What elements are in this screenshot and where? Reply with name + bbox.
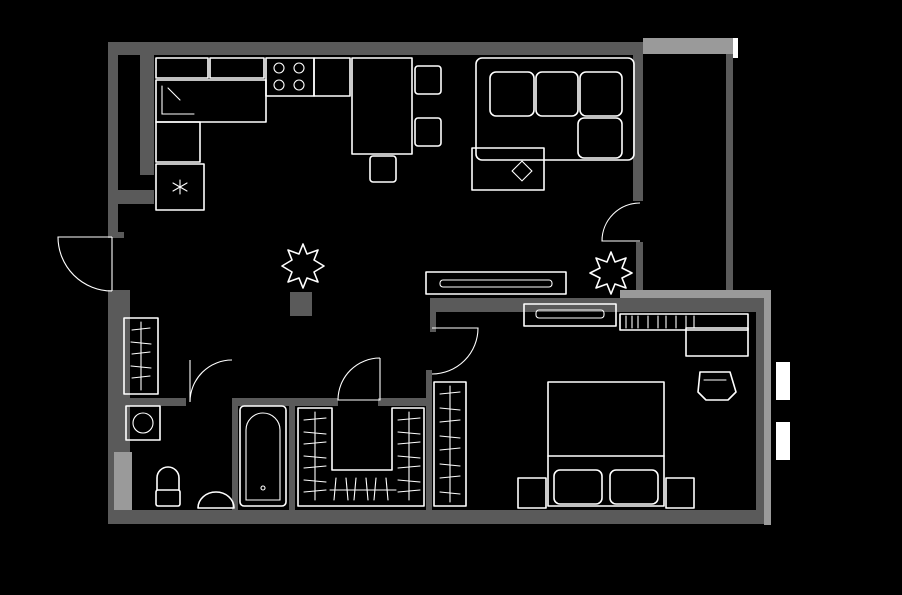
books-icon: [625, 315, 695, 329]
sink-icon: [161, 85, 195, 115]
wall-bottom: [108, 510, 768, 524]
burner-icon: [293, 79, 305, 91]
window-bedroom-2: [776, 422, 790, 460]
chair: [369, 155, 397, 183]
hangers-icon: [303, 411, 327, 501]
plant-icon: [281, 243, 325, 289]
nightstand: [517, 477, 547, 509]
burner-icon: [273, 62, 285, 74]
pillow: [553, 469, 603, 505]
washing-machine: [125, 405, 161, 441]
counter: [155, 79, 267, 123]
wall-bath-top-mid: [232, 398, 338, 406]
hangers-icon: [329, 477, 397, 501]
walls: [108, 38, 771, 525]
drum-icon: [132, 412, 154, 434]
sofa-chaise: [577, 117, 623, 159]
hallway: [123, 317, 159, 395]
burner-icon: [273, 79, 285, 91]
hall-wardrobe: [123, 317, 159, 395]
door-balcony: [601, 202, 641, 242]
wall-ward-divider: [289, 398, 295, 510]
sofa-frame: [475, 57, 635, 161]
washbasin: [197, 491, 235, 509]
nightstand: [665, 477, 695, 509]
dresser: [523, 303, 617, 327]
stove: [265, 57, 315, 97]
dresser-top: [535, 309, 605, 319]
wall-hall-partition: [430, 310, 436, 332]
sofa-seat: [489, 71, 535, 117]
tv: [439, 279, 553, 288]
counter-right: [313, 57, 351, 97]
wall-living-right-lower: [636, 242, 643, 297]
window-balcony-frame: [733, 38, 738, 58]
chair: [414, 117, 442, 147]
door-bathroom: [189, 359, 233, 403]
drain-icon: [260, 485, 266, 491]
kitchen: [155, 57, 351, 211]
windows: [733, 38, 790, 460]
balcony-right-rail: [726, 54, 733, 294]
balcony-top-rail: [643, 38, 738, 54]
bathtub-inner: [245, 412, 281, 501]
upper-cabinet-1: [155, 57, 209, 79]
entry-jamb-top: [108, 232, 124, 238]
desk: [685, 327, 749, 357]
wall-ward-right: [426, 370, 432, 510]
door-entry: [57, 236, 113, 292]
fridge-column: [155, 121, 201, 163]
wall-bedroom-top-inner: [430, 298, 760, 312]
hangers-icon: [130, 321, 152, 391]
wall-bath-divider: [232, 398, 238, 510]
door-bedroom: [431, 327, 479, 375]
sofa-seat: [535, 71, 579, 117]
wall-ward-top: [378, 398, 430, 406]
dining: [351, 57, 442, 183]
entry-jamb-bottom: [108, 290, 130, 294]
bathtub: [239, 405, 287, 507]
wall-bath-top: [130, 398, 186, 406]
wardrobe: [297, 407, 425, 507]
coffee-table: [471, 147, 545, 191]
pillow: [609, 469, 659, 505]
dishwasher: [155, 163, 205, 211]
desk-chair: [697, 371, 737, 401]
wall-top: [108, 42, 643, 55]
doors: [57, 202, 641, 403]
asterisk-icon: [172, 179, 188, 195]
pillar: [290, 292, 312, 316]
door-wardrobe: [337, 357, 381, 401]
sofa-seat: [579, 71, 623, 117]
wall-left-stub: [114, 452, 132, 510]
wall-living-right: [633, 55, 643, 201]
kitchen-duct-bottom: [116, 190, 154, 204]
burner-icon: [293, 62, 305, 74]
hangers-icon: [439, 385, 461, 503]
bed: [547, 381, 665, 507]
toilet-tank: [155, 489, 181, 507]
shelf: [619, 313, 749, 331]
bedroom: [433, 303, 749, 509]
wall-left-upper: [108, 55, 118, 235]
kitchen-duct: [140, 55, 154, 175]
hangers-icon: [397, 411, 421, 501]
tv-cabinet: [425, 271, 567, 295]
window-bedroom-1: [776, 362, 790, 400]
bedroom-wardrobe: [433, 381, 467, 507]
toilet-bowl: [156, 466, 180, 491]
living: [281, 57, 635, 295]
plant-icon: [589, 251, 633, 295]
bathroom: [125, 405, 287, 509]
wall-bedroom-right-outer: [764, 290, 771, 525]
upper-cabinet-2: [209, 57, 265, 79]
book-icon: [511, 160, 533, 182]
chair: [414, 65, 442, 95]
dining-table: [351, 57, 413, 155]
wardrobe-u-shelf: [297, 407, 425, 507]
